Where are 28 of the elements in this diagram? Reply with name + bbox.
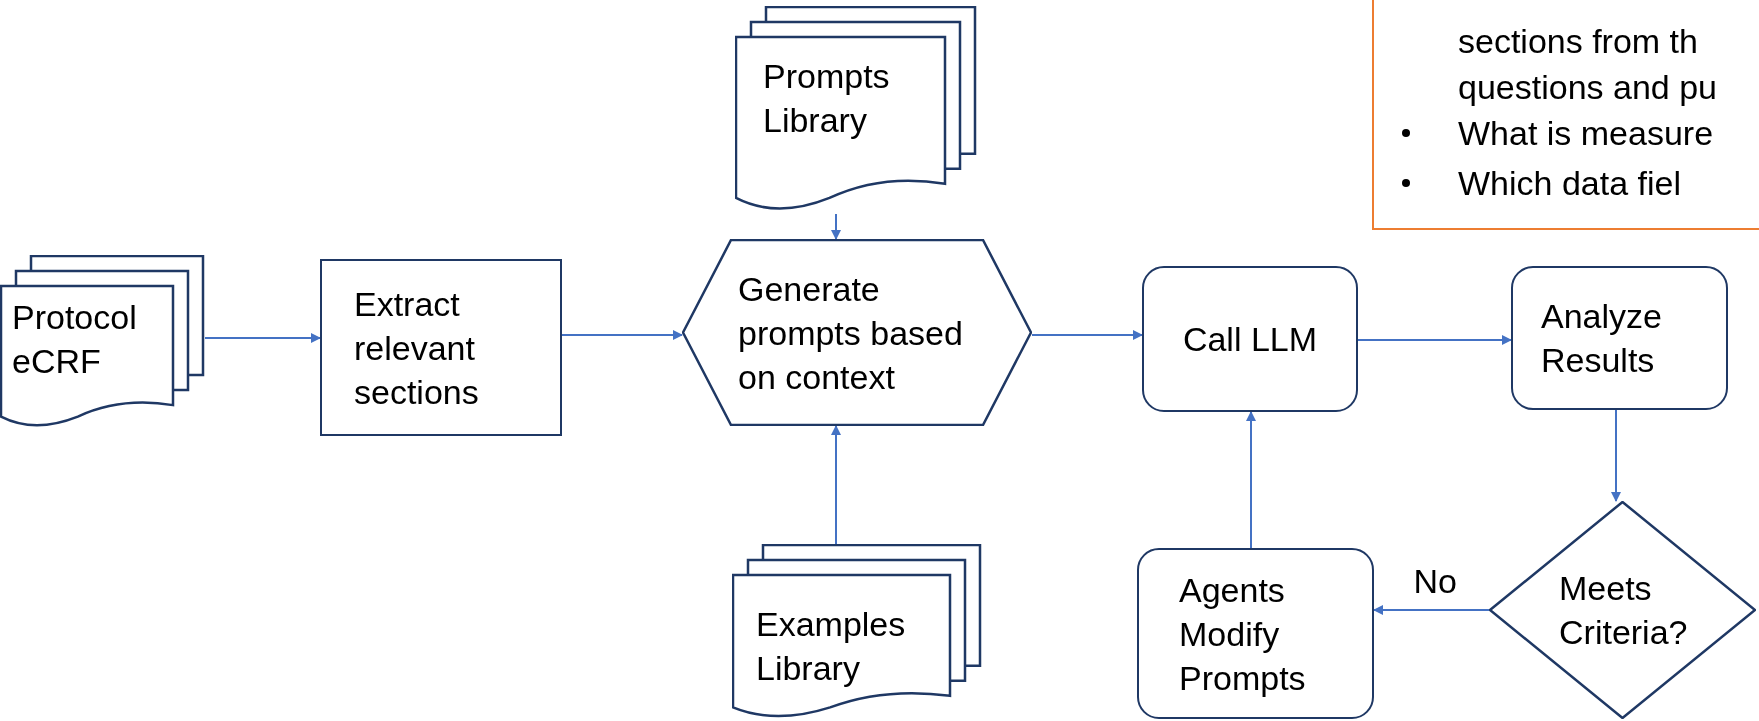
node-label: Extract relevant sections bbox=[354, 283, 480, 413]
node-label: Agents Modify Prompts bbox=[1179, 569, 1307, 699]
arrow bbox=[1031, 330, 1143, 340]
note-text: What is measure bbox=[1458, 113, 1714, 154]
arrow bbox=[1357, 335, 1512, 345]
arrow bbox=[204, 333, 321, 343]
arrow bbox=[831, 213, 841, 240]
process-box bbox=[320, 259, 562, 436]
arrow bbox=[831, 425, 841, 545]
arrow bbox=[1611, 409, 1621, 502]
decision-diamond bbox=[1489, 501, 1756, 719]
process-box bbox=[1511, 266, 1728, 410]
arrow bbox=[1246, 411, 1256, 549]
node-label: Protocol eCRF bbox=[12, 297, 138, 382]
note-text: Which data fiel bbox=[1458, 163, 1681, 204]
node-label: Prompts Library bbox=[763, 56, 891, 141]
process-box bbox=[1142, 266, 1358, 412]
note-text: sections from th questions and pu bbox=[1458, 21, 1718, 108]
node-label: Examples Library bbox=[756, 604, 907, 689]
node-label: Meets Criteria? bbox=[1559, 568, 1689, 653]
process-box bbox=[1137, 548, 1374, 719]
node-label: Analyze Results bbox=[1541, 296, 1663, 381]
node-label: Call LLM bbox=[1181, 319, 1319, 360]
note-box bbox=[1372, 0, 1759, 230]
arrow bbox=[561, 330, 683, 340]
node-label: Generate prompts based on context bbox=[738, 268, 964, 398]
preparation-hexagon bbox=[682, 239, 1032, 426]
arrow bbox=[1373, 605, 1490, 615]
